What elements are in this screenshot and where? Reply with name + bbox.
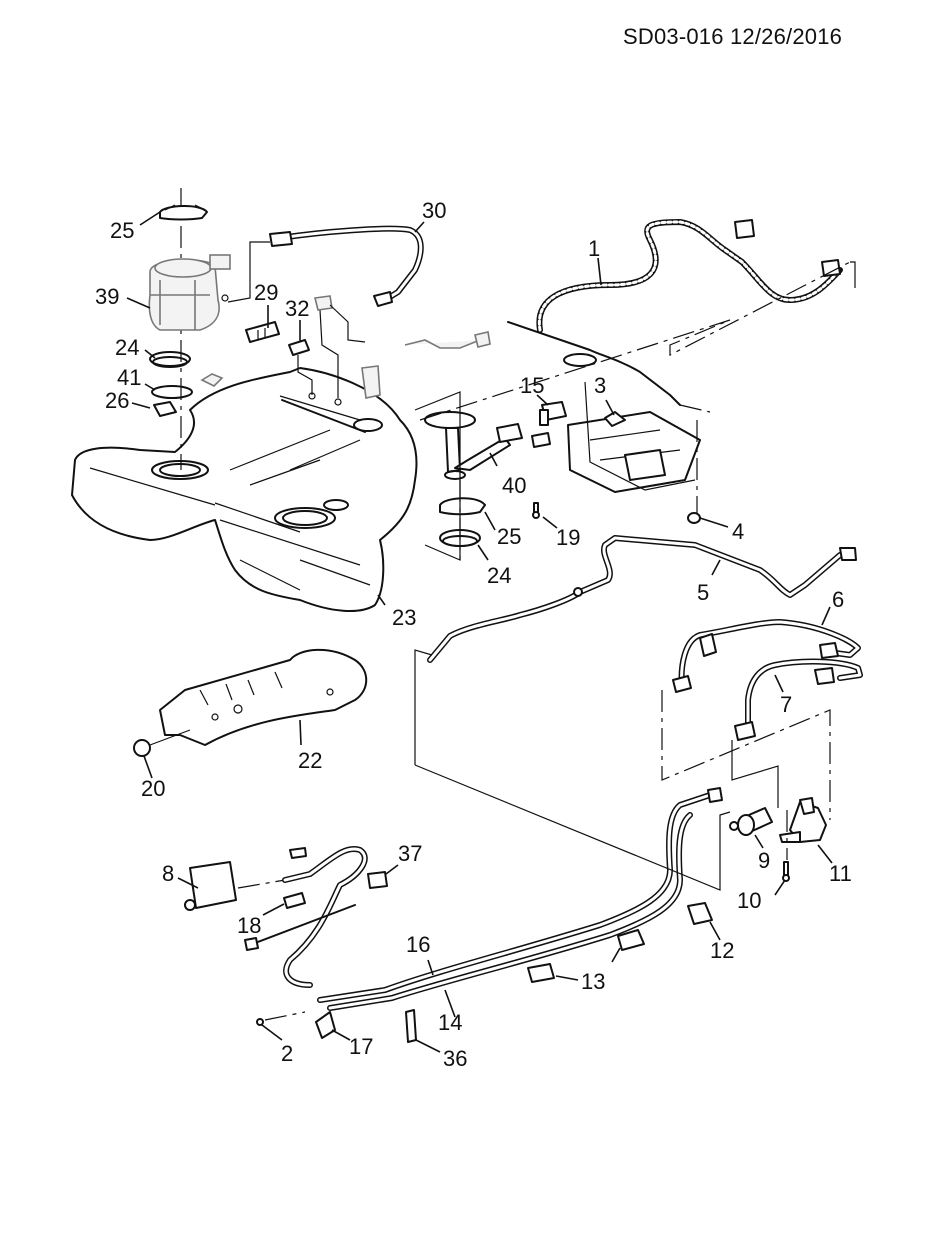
clip-20 [133, 739, 151, 757]
o-ring [151, 385, 193, 399]
callout-9: 9 [758, 848, 770, 873]
callout-39: 39 [95, 284, 119, 309]
document-code: SD03-016 12/26/2016 [623, 24, 843, 49]
callout-24-lower: 24 [487, 563, 511, 588]
callout-17: 17 [349, 1034, 373, 1059]
fuel-pipe-7 [734, 658, 863, 741]
vent-valve-15 [539, 401, 567, 426]
fuel-pipes-14-16 [317, 787, 723, 1011]
fuel-level-sensor [314, 295, 491, 399]
callout-23: 23 [392, 605, 416, 630]
callout-32: 32 [285, 296, 309, 321]
lock-ring-upper [159, 204, 208, 221]
callout-11: 11 [829, 861, 852, 886]
clip-13-b [617, 929, 645, 951]
callout-14: 14 [438, 1010, 462, 1035]
callout-labels: 25 39 24 41 26 29 32 30 1 15 3 40 25 24 … [95, 198, 852, 1071]
callout-4: 4 [732, 519, 744, 544]
bolt-19 [532, 502, 540, 519]
callout-7: 7 [780, 692, 792, 717]
clip-26 [153, 373, 224, 417]
fuel-feed-pipe-30 [269, 225, 424, 307]
callout-30: 30 [422, 198, 446, 223]
heat-shield-22 [159, 648, 368, 746]
callout-36: 36 [443, 1046, 467, 1071]
vapor-pipe-5 [427, 535, 857, 663]
clip-13-a [527, 963, 555, 983]
callout-29: 29 [254, 280, 278, 305]
leader-lines [126, 211, 833, 1053]
fuel-pump-harness-8 [184, 846, 368, 988]
callout-8: 8 [162, 861, 174, 886]
connector-29 [245, 321, 280, 343]
screw-2 [256, 1018, 264, 1026]
callout-6: 6 [832, 587, 844, 612]
callout-1: 1 [588, 236, 600, 261]
filter-bracket-11 [779, 797, 827, 843]
callout-10: 10 [737, 888, 761, 913]
fuel-filter-9 [729, 807, 773, 836]
callout-25-lower: 25 [497, 524, 521, 549]
fuel-pump-module [148, 188, 231, 470]
wiring-harness-1 [507, 219, 843, 406]
callout-18: 18 [237, 913, 261, 938]
callout-5: 5 [697, 580, 709, 605]
callout-26: 26 [105, 388, 129, 413]
callout-12: 12 [710, 938, 734, 963]
callout-2: 2 [281, 1041, 293, 1066]
callout-40: 40 [502, 473, 526, 498]
callout-3: 3 [594, 373, 606, 398]
clip-12 [687, 902, 713, 925]
seal-upper [149, 351, 191, 368]
callout-19: 19 [556, 525, 580, 550]
clip-36 [405, 1009, 417, 1043]
callout-24-upper: 24 [115, 335, 139, 360]
bolt-10 [782, 861, 790, 882]
clip-17 [315, 1011, 336, 1039]
fuel-pump-assembly-40 [424, 411, 551, 480]
callout-22: 22 [298, 748, 322, 773]
fuel-tank [71, 367, 418, 612]
callout-13: 13 [581, 969, 605, 994]
callout-25-upper: 25 [110, 218, 134, 243]
connector-32 [288, 339, 310, 356]
callout-37: 37 [398, 841, 422, 866]
callout-20: 20 [141, 776, 165, 801]
callout-41: 41 [117, 365, 141, 390]
clip-37 [367, 871, 388, 889]
nut-4 [687, 512, 701, 524]
callout-16: 16 [406, 932, 430, 957]
callout-15: 15 [520, 373, 544, 398]
lock-ring-lower [439, 497, 486, 516]
fuel-pipe-6 [672, 619, 861, 693]
connector-18 [283, 892, 306, 909]
evap-canister-3 [567, 411, 701, 493]
